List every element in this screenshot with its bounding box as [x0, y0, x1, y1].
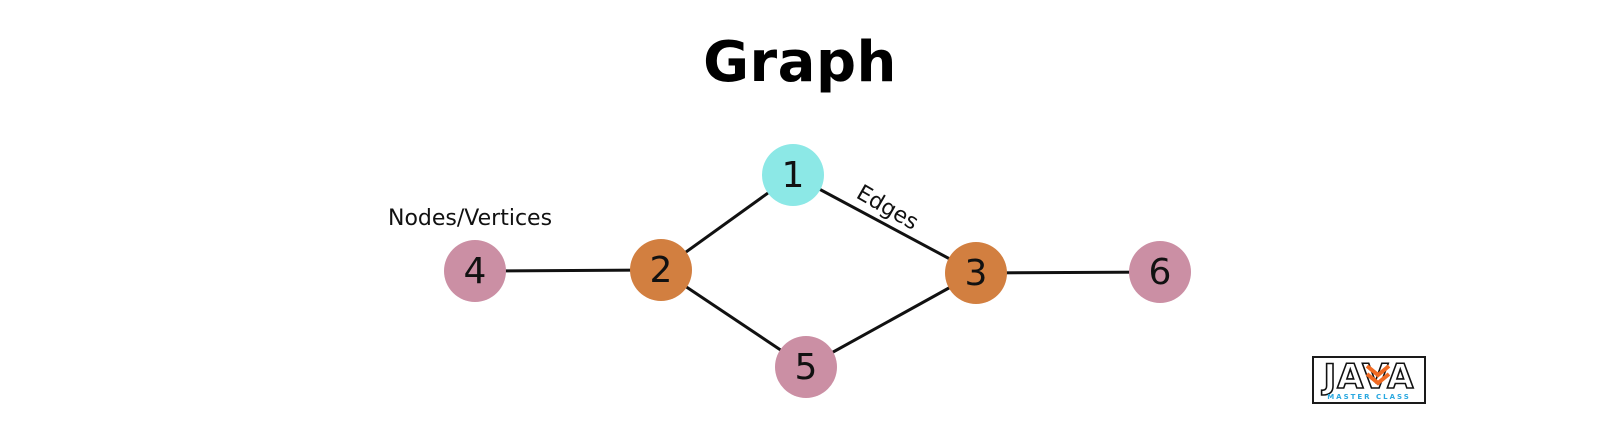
node-6-label: 6: [1149, 252, 1172, 293]
node-6-circle: [1129, 241, 1191, 303]
node-5: 5: [775, 336, 837, 398]
diagram-title: Graph: [703, 30, 897, 95]
node-2-circle: [630, 239, 692, 301]
node-4-label: 4: [464, 251, 487, 292]
node-1-label: 1: [782, 155, 805, 196]
node-3-label: 3: [965, 253, 988, 294]
edges-annotation: Edges: [852, 181, 922, 236]
chevron-down-icon: [1365, 364, 1391, 386]
node-3: 3: [945, 242, 1007, 304]
nodes-vertices-annotation: Nodes/Vertices: [388, 206, 552, 231]
node-1-circle: [762, 144, 824, 206]
node-4: 4: [444, 240, 506, 302]
node-3-circle: [945, 242, 1007, 304]
node-4-circle: [444, 240, 506, 302]
logo-subtitle: MASTER CLASS: [1327, 393, 1411, 401]
node-6: 6: [1129, 241, 1191, 303]
node-5-label: 5: [795, 347, 818, 388]
edge-5-3: [805, 271, 977, 369]
edge-1-3: [792, 173, 977, 275]
node-5-circle: [775, 336, 837, 398]
node-2-label: 2: [650, 250, 673, 291]
node-1: 1: [762, 144, 824, 206]
java-master-class-logo: JAVA MASTER CLASS: [1312, 356, 1426, 404]
edges-layer: [474, 173, 1161, 369]
node-2: 2: [630, 239, 692, 301]
nodes-layer: 1 2 3 4 5 6: [444, 144, 1191, 398]
edge-4-2: [474, 268, 662, 273]
